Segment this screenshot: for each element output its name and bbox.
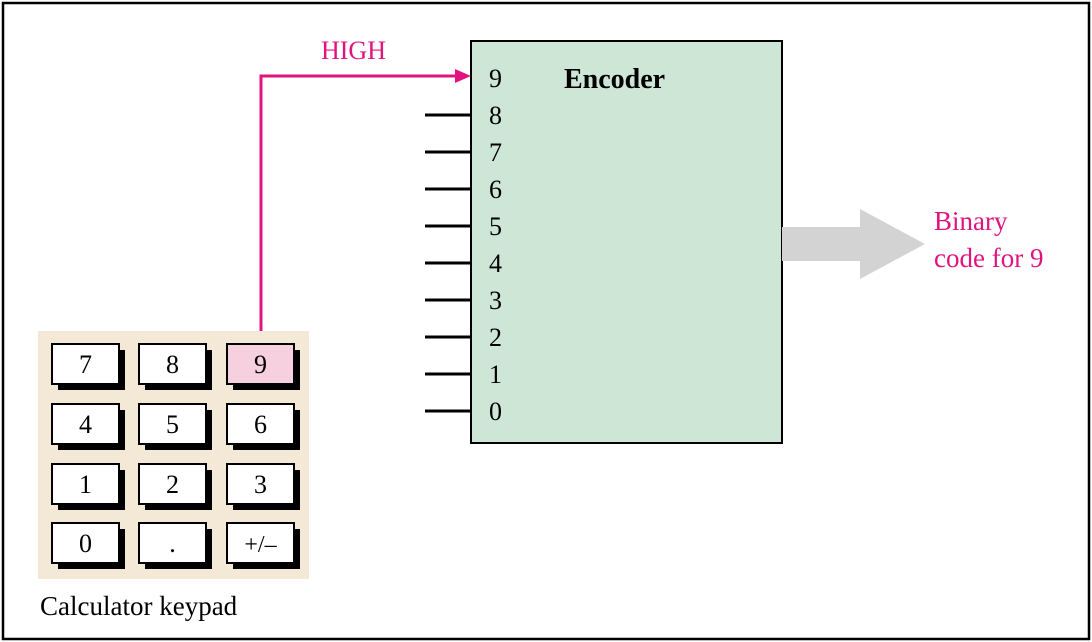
key-label: 9 (254, 350, 267, 379)
key-decimal-point: . (138, 522, 212, 569)
key-6: 6 (226, 403, 300, 450)
output-label-line1: Binary (934, 206, 1008, 236)
key-3: 3 (226, 463, 300, 510)
key-label: 1 (79, 470, 92, 499)
key-8: 8 (138, 343, 212, 390)
high-label: HIGH (321, 36, 386, 65)
key-7: 7 (51, 343, 125, 390)
output-arrow-icon (782, 209, 925, 279)
input-label-7: 7 (489, 138, 502, 167)
key-label: 6 (254, 410, 267, 439)
input-label-0: 0 (489, 397, 502, 426)
key-9-pressed: 9 (226, 343, 300, 390)
input-label-8: 8 (489, 101, 502, 130)
high-signal-line (259, 74, 458, 343)
key-4: 4 (51, 403, 125, 450)
key-label: 8 (166, 350, 179, 379)
input-label-3: 3 (489, 286, 502, 315)
output-label-line2: code for 9 (934, 243, 1043, 273)
input-label-1: 1 (489, 360, 502, 389)
calculator-keypad: 7 8 9 4 5 6 (38, 331, 309, 579)
input-label-2: 2 (489, 323, 502, 352)
input-label-6: 6 (489, 175, 502, 204)
key-2: 2 (138, 463, 212, 510)
input-label-5: 5 (489, 212, 502, 241)
key-label: 2 (166, 470, 179, 499)
high-signal-arrowhead (455, 69, 471, 83)
encoder-input-labels: 9 8 7 6 5 4 3 2 1 0 (489, 64, 502, 426)
key-label: 5 (166, 410, 179, 439)
key-label: 3 (254, 470, 267, 499)
input-label-4: 4 (489, 249, 502, 278)
key-label: 0 (79, 529, 92, 558)
encoder-block (470, 40, 783, 444)
keypad-caption: Calculator keypad (40, 591, 238, 621)
encoder-title: Encoder (564, 64, 665, 95)
key-label: +/– (244, 532, 277, 558)
key-1: 1 (51, 463, 125, 510)
key-5: 5 (138, 403, 212, 450)
key-plus-minus: +/– (226, 522, 300, 569)
key-label: 4 (79, 410, 92, 439)
key-label: . (169, 529, 176, 558)
input-label-9: 9 (489, 64, 502, 93)
encoder-input-lines (425, 113, 471, 413)
key-0: 0 (51, 522, 125, 569)
key-label: 7 (79, 350, 92, 379)
